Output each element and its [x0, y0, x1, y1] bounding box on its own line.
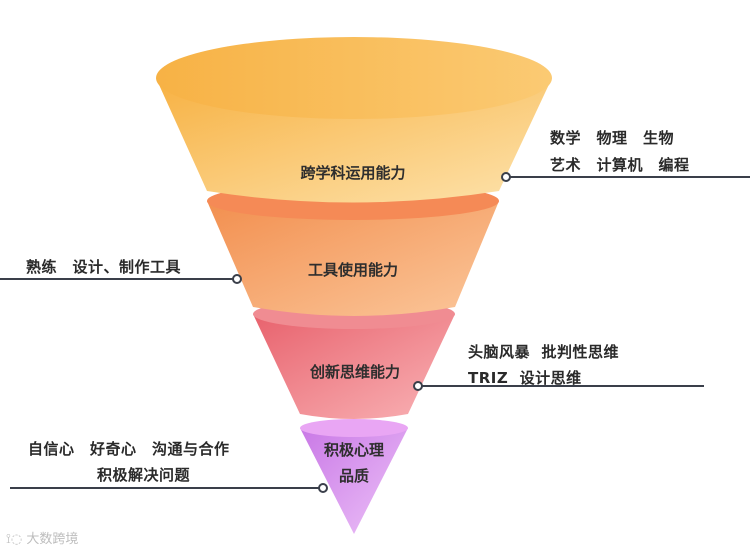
level-4-title-line-2: 品质 [338, 467, 369, 485]
connector-3 [413, 381, 704, 391]
level-4-title-line-1: 积极心理 [323, 441, 384, 459]
level-1-note-line-2: 艺术 计算机 编程 [550, 156, 690, 174]
level-4-note-line-1: 自信心 好奇心 沟通与合作 [28, 440, 230, 458]
connector-2 [0, 274, 242, 284]
level-1-note-line-1: 数学 物理 生物 [550, 129, 675, 147]
level-3-note-line-1: 头脑风暴 批判性思维 [468, 343, 619, 361]
watermark: ⟟◌ 大数跨境 [6, 528, 78, 547]
connector-1 [501, 172, 750, 182]
level-3-title: 创新思维能力 [309, 363, 400, 381]
watermark-text: 大数跨境 [26, 532, 79, 547]
level-4-note-line-2: 积极解决问题 [97, 466, 191, 484]
level-3-note-line-2: TRIZ 设计思维 [468, 369, 582, 387]
connector-4 [10, 483, 328, 493]
funnel-level-1 [156, 37, 552, 203]
level-2-title: 工具使用能力 [307, 261, 398, 279]
funnel-level-4 [300, 419, 408, 534]
watermark-logo-icon: ⟟◌ [6, 532, 27, 547]
funnel-level-3 [253, 299, 455, 419]
level-1-title: 跨学科运用能力 [300, 164, 406, 182]
level-2-note-line-1: 熟练 设计、制作工具 [26, 258, 182, 276]
